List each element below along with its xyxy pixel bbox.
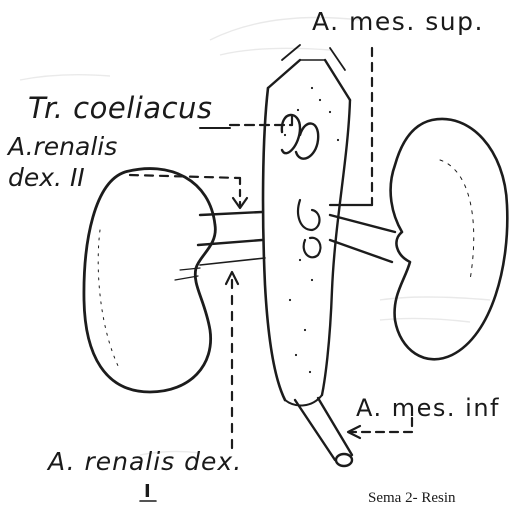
figure-caption: Sema 2- Resin (368, 490, 456, 506)
label-a-mes-sup: A. mes. sup. (312, 7, 484, 36)
label-a-renalis-dex-i-line1: A. renalis dex. (46, 447, 242, 476)
bleed-through (20, 18, 490, 456)
aorta (263, 45, 350, 405)
mesenteric-loops (298, 200, 395, 262)
label-a-renalis-dex-ii-line1: A.renalis (6, 132, 117, 161)
label-a-renalis-dex-i-line2: I (144, 481, 151, 502)
coeliac-trunk (282, 115, 318, 159)
inferior-mesenteric-artery (295, 398, 352, 466)
right-kidney (84, 169, 215, 392)
label-a-renalis-dex-ii-line2: dex. II (8, 163, 85, 192)
left-kidney (391, 119, 508, 359)
renal-artery-right (175, 212, 265, 280)
label-a-mes-inf: A. mes. inf (356, 394, 500, 422)
label-tr-coeliacus: Tr. coeliacus (28, 91, 213, 125)
